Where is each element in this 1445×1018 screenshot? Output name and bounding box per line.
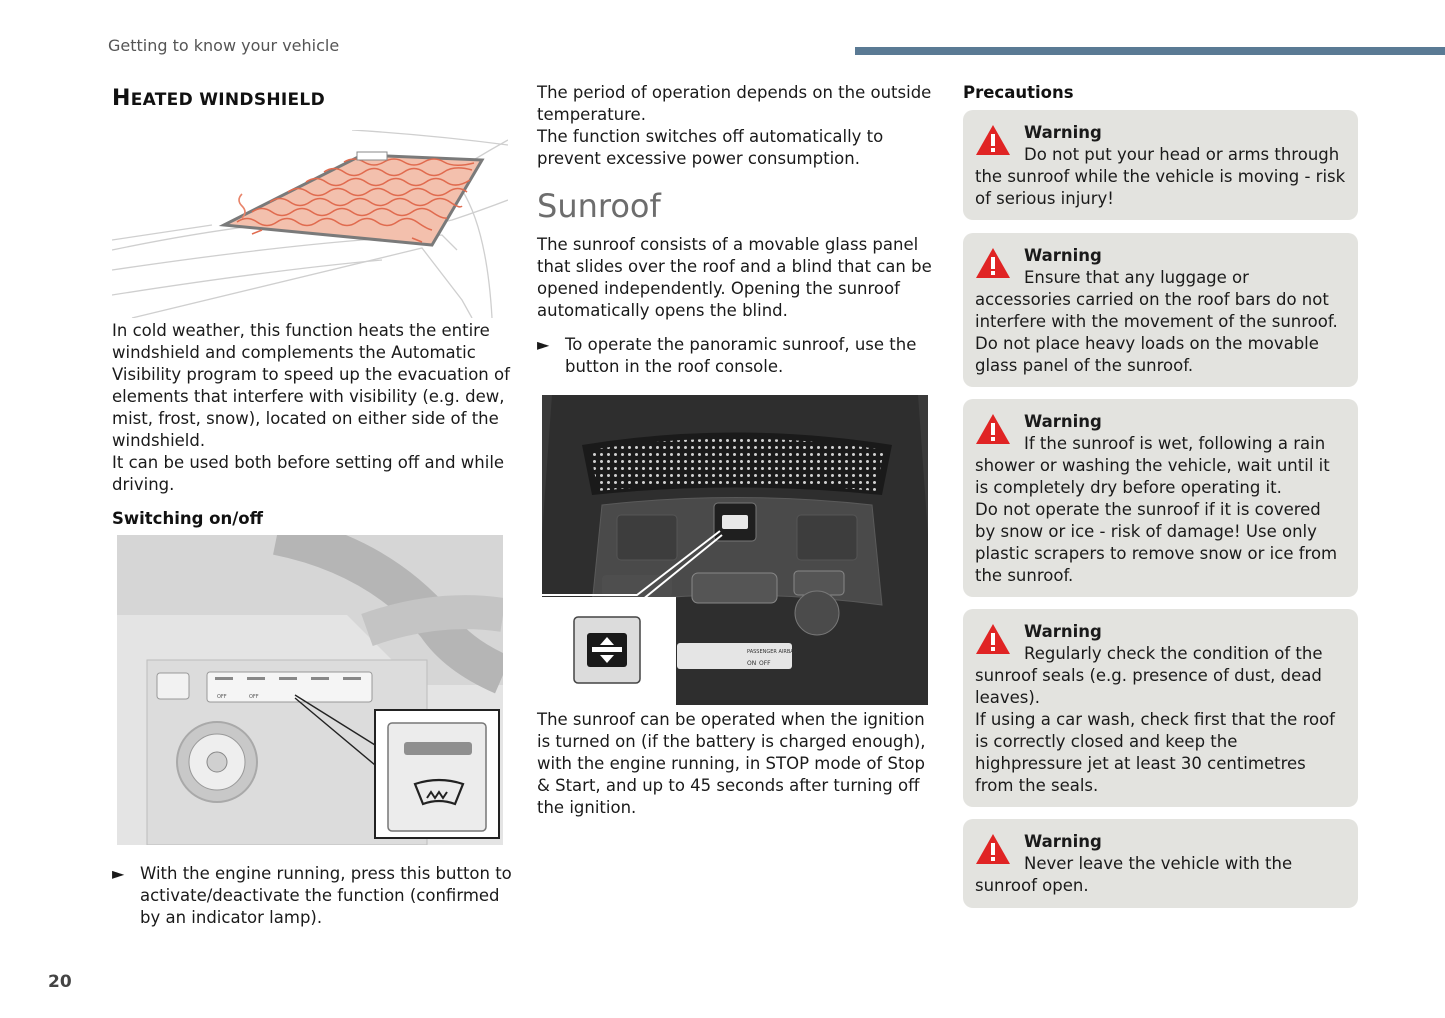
warning-box-1: Warning Do not put your head or arms thr… <box>963 110 1358 220</box>
warning-title: Warning <box>1024 412 1102 431</box>
windshield-defrost-icon <box>413 778 465 806</box>
dashboard-switch-illustration: OFF OFF <box>117 535 503 845</box>
warning-text: If the sunroof is wet, following a rain … <box>975 434 1330 497</box>
warning-title: Warning <box>1024 832 1102 851</box>
warning-text: Regularly check the condition of the sun… <box>975 644 1323 707</box>
column-precautions: Precautions <box>963 82 1358 104</box>
page-number: 20 <box>48 972 72 992</box>
column-sunroof: The period of operation depends on the o… <box>537 82 932 378</box>
warning-text-2: If using a car wash, check first that th… <box>975 710 1335 795</box>
subhead-switching: Switching on/off <box>112 509 263 528</box>
title-rest: EATED WINDSHIELD <box>130 90 325 110</box>
warning-title: Warning <box>1024 622 1102 641</box>
arrow-right-icon: ► <box>537 335 550 354</box>
auto-off-para: The function switches off automatically … <box>537 127 884 168</box>
warning-triangle-icon <box>976 414 1010 444</box>
panel-off-label-2: OFF <box>249 694 259 700</box>
windshield-illustration <box>112 130 508 318</box>
heated-bullet: ► With the engine running, press this bu… <box>112 863 512 929</box>
section-title-heated-windshield: HEATED WINDSHIELD <box>112 86 512 111</box>
section-title-sunroof: Sunroof <box>537 187 661 225</box>
airbag-on: ON <box>747 660 756 667</box>
warning-text: Do not put your head or arms through the… <box>975 145 1346 208</box>
warning-text: Never leave the vehicle with the sunroof… <box>975 854 1293 895</box>
panel-off-label-1: OFF <box>217 694 227 700</box>
roof-console-illustration: PASSENGER AIRBAG ON OFF <box>542 395 928 705</box>
sunroof-operation-para: The sunroof can be operated when the ign… <box>537 710 926 817</box>
warning-triangle-icon <box>976 834 1010 864</box>
operation-para: The period of operation depends on the o… <box>537 83 932 124</box>
warning-title: Warning <box>1024 246 1102 265</box>
sunroof-bullet: ► To operate the panoramic sunroof, use … <box>537 334 932 378</box>
sunroof-button-icon <box>587 633 627 667</box>
heated-intro: In cold weather, this function heats the… <box>112 321 510 450</box>
sunroof-operation-body: The sunroof can be operated when the ign… <box>537 709 932 819</box>
warning-box-5: Warning Never leave the vehicle with the… <box>963 819 1358 908</box>
column-heated-windshield: HEATED WINDSHIELD <box>112 86 512 111</box>
heated-bullet-text: With the engine running, press this butt… <box>140 864 512 927</box>
warning-box-4: Warning Regularly check the condition of… <box>963 609 1358 807</box>
warning-triangle-icon <box>976 624 1010 654</box>
arrow-right-icon: ► <box>112 864 125 883</box>
heated-intro-2: It can be used both before setting off a… <box>112 453 505 494</box>
warning-text: Ensure that any luggage or accessories c… <box>975 268 1338 331</box>
running-header: Getting to know your vehicle <box>108 36 340 55</box>
warning-text-2: Do not operate the sunroof if it is cove… <box>975 500 1338 585</box>
airbag-off: OFF <box>759 660 771 667</box>
heated-windshield-body: In cold weather, this function heats the… <box>112 320 512 530</box>
sunroof-bullet-text: To operate the panoramic sunroof, use th… <box>565 335 917 376</box>
header-bar <box>855 47 1445 55</box>
warning-triangle-icon <box>976 125 1010 155</box>
airbag-label: PASSENGER AIRBAG <box>747 649 798 655</box>
warning-triangle-icon <box>976 248 1010 278</box>
warning-box-2: Warning Ensure that any luggage or acces… <box>963 233 1358 387</box>
sunroof-intro: The sunroof consists of a movable glass … <box>537 235 932 320</box>
warning-box-3: Warning If the sunroof is wet, following… <box>963 399 1358 597</box>
precautions-heading: Precautions <box>963 83 1074 102</box>
warning-title: Warning <box>1024 123 1102 142</box>
warning-text-2: Do not place heavy loads on the movable … <box>975 334 1319 375</box>
title-initial: H <box>112 86 131 111</box>
